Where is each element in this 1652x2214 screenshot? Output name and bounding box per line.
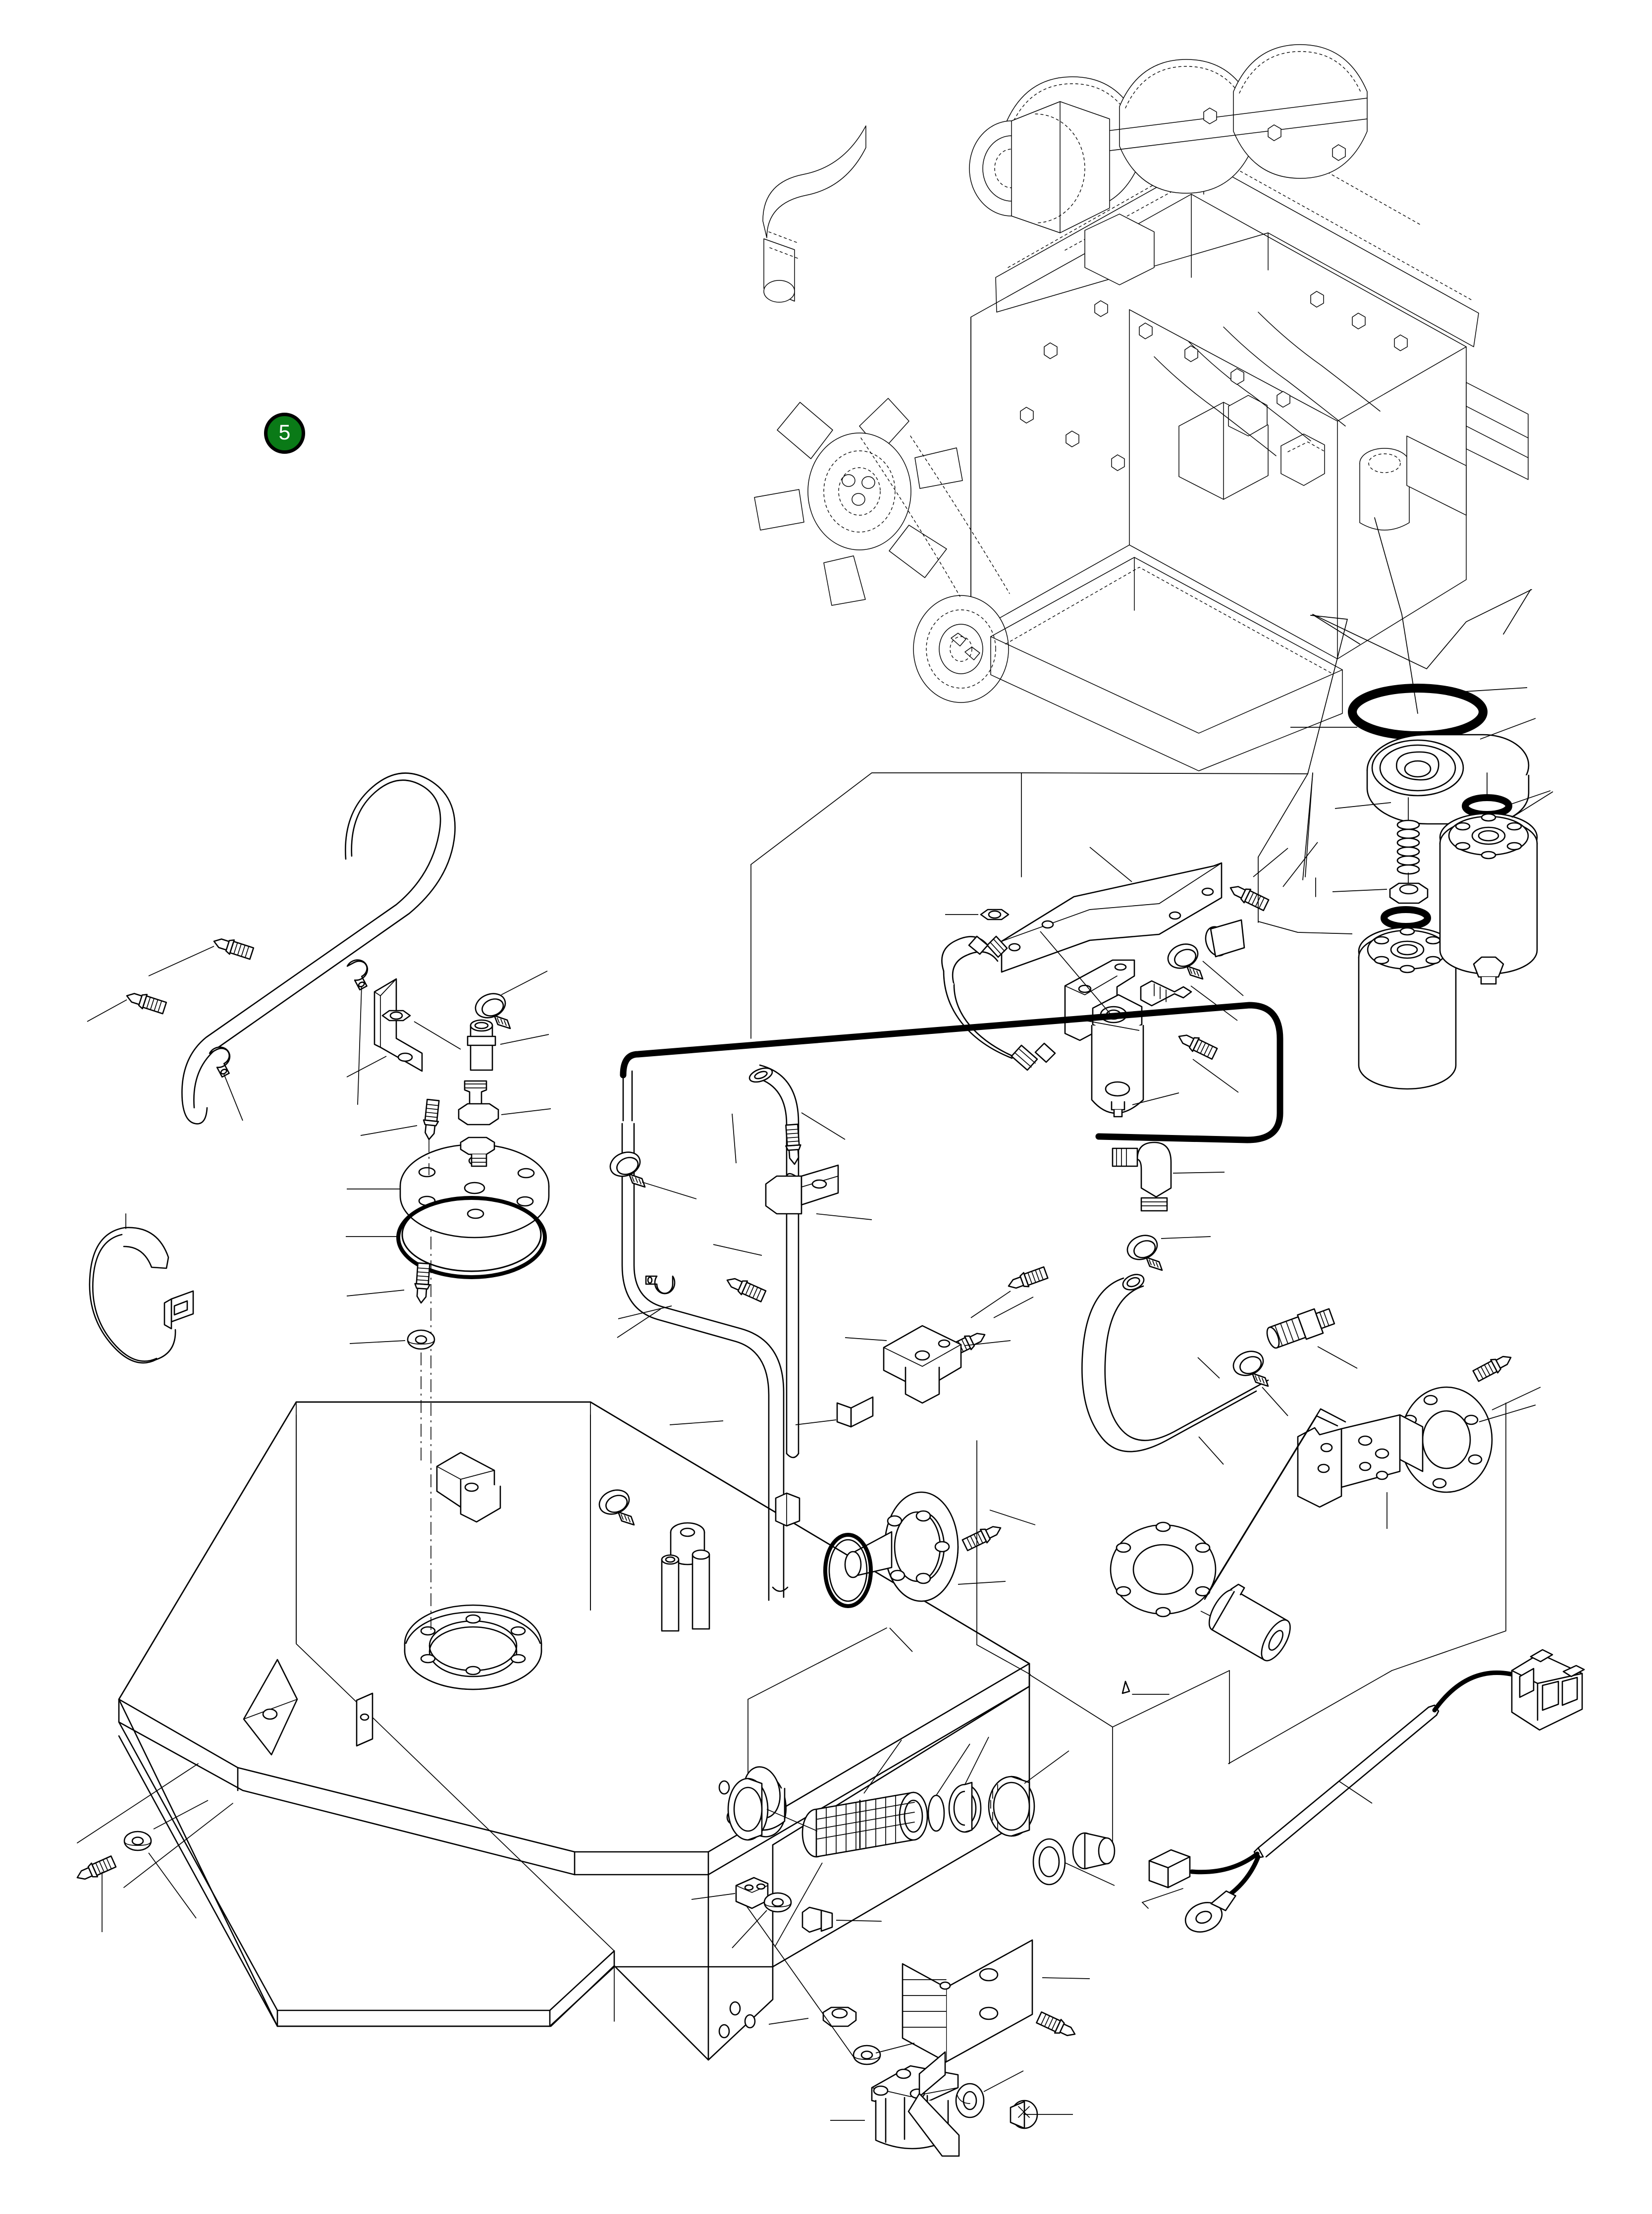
bottom-bracket-assembly bbox=[746, 1905, 1090, 2157]
filler-neck-assembly bbox=[691, 1736, 1116, 1948]
fuel-return-tubes bbox=[595, 1064, 872, 1632]
fuel-level-sender bbox=[1197, 1350, 1541, 1671]
figure-number-label: 5 bbox=[264, 413, 305, 454]
sender-flange-gasket bbox=[1110, 1521, 1249, 1635]
band-clamp bbox=[89, 1213, 194, 1364]
suction-flange bbox=[823, 1440, 1036, 1652]
figure-number-badge: 5 bbox=[264, 413, 305, 454]
mounting-hardware bbox=[73, 1262, 1130, 1932]
fuel-tank bbox=[77, 1174, 1030, 2061]
fuel-supply-line bbox=[620, 1002, 1283, 1143]
projection-lines bbox=[296, 772, 1392, 2022]
water-separator-assembly bbox=[941, 842, 1318, 1118]
tank-top-cover bbox=[346, 971, 551, 1279]
breather-tube bbox=[87, 772, 461, 1125]
hose-and-fittings bbox=[1081, 1141, 1358, 1465]
engine-reference-view bbox=[750, 44, 1532, 880]
fuel-filter-assembly bbox=[1258, 684, 1553, 1090]
wiring-harness bbox=[1141, 1649, 1585, 1933]
